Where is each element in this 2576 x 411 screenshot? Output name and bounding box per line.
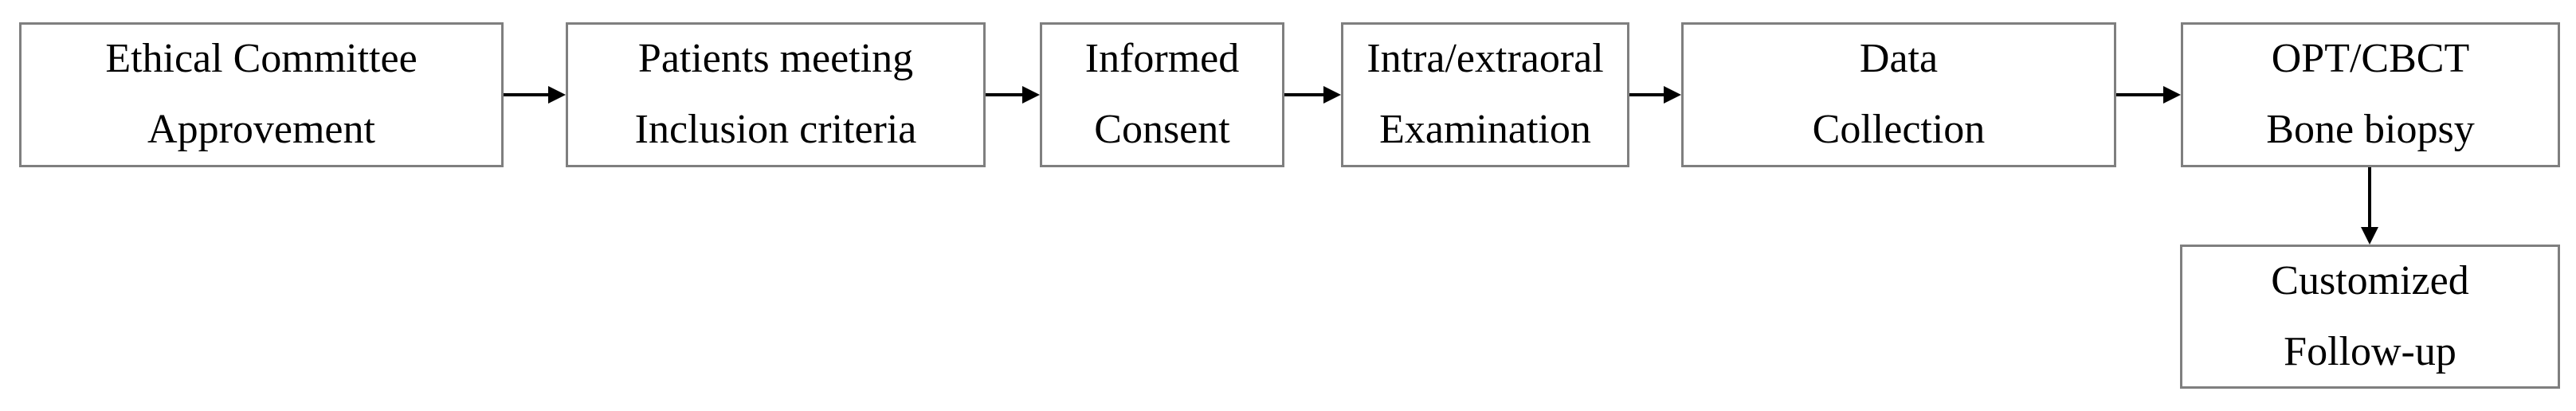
arrow-down-icon [2354,167,2386,245]
arrow-right-icon [2116,79,2181,111]
flow-node-intra-extraoral-examination: Intra/extraoral Examination [1341,22,1629,167]
flow-node-line-1: OPT/CBCT [2271,36,2470,82]
arrow-right-icon [986,79,1040,111]
flow-node-informed-consent: Informed Consent [1040,22,1284,167]
flow-node-line-2: Collection [1812,107,1986,152]
flow-node-patients-meeting-inclusion-criteria: Patients meeting Inclusion criteria [566,22,986,167]
flow-node-line-1: Ethical Committee [105,36,418,82]
flow-node-line-2: Examination [1379,107,1591,152]
flow-node-data-collection: Data Collection [1681,22,2116,167]
flow-node-line-1: Customized [2271,257,2469,303]
flow-node-ethical-committee-approvement: Ethical Committee Approvement [19,22,504,167]
arrow-right-icon [1284,79,1341,111]
flow-node-line-1: Patients meeting [637,36,914,82]
flow-node-opt-cbct-bone-biopsy: OPT/CBCT Bone biopsy [2181,22,2560,167]
flow-node-line-2: Follow-up [2284,328,2456,374]
arrow-right-icon [1629,79,1681,111]
arrow-right-icon [504,79,566,111]
flow-node-line-2: Approvement [147,107,375,152]
flow-node-line-2: Consent [1094,107,1230,152]
flow-node-line-1: Intra/extraoral [1366,36,1604,82]
flow-node-line-2: Bone biopsy [2266,107,2475,152]
flow-node-line-1: Data [1859,36,1939,82]
flow-node-line-2: Inclusion criteria [634,107,917,152]
flow-node-line-1: Informed [1084,36,1240,82]
flow-node-customized-follow-up: Customized Follow-up [2180,245,2560,389]
